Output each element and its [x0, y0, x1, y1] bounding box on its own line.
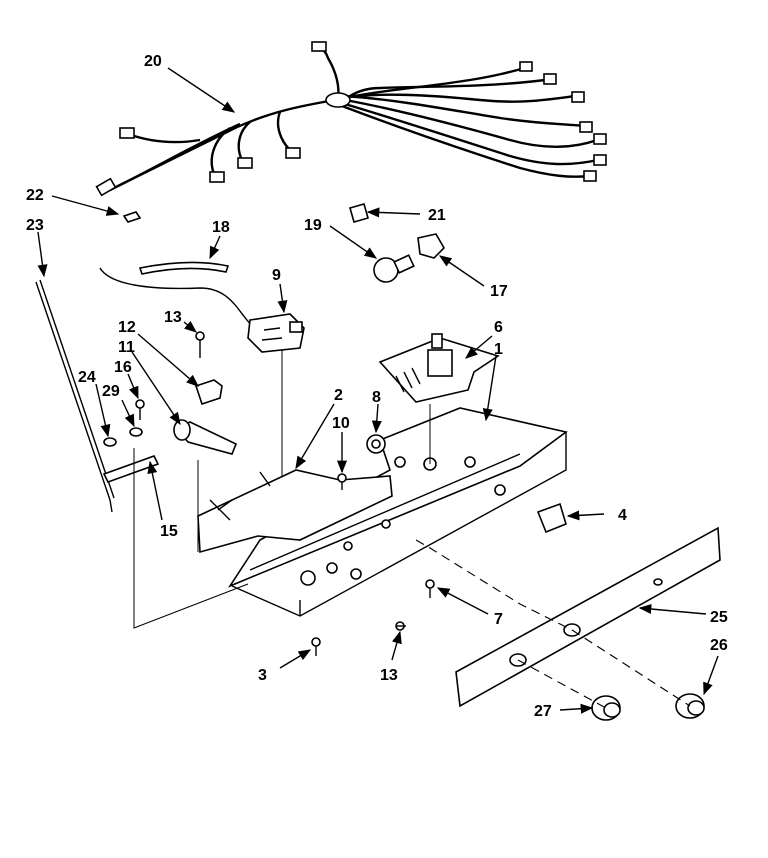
callout-1: 1: [494, 341, 503, 358]
control-shaft: [173, 419, 238, 455]
callout-19: 19: [304, 217, 322, 234]
sensor-wire: [99, 267, 259, 331]
callout-6: 6: [494, 319, 503, 336]
callout-4: 4: [618, 507, 627, 524]
callout-10: 10: [332, 415, 350, 432]
control-rod: [35, 279, 115, 513]
callout-13-upper: 13: [164, 309, 182, 326]
screw-13-lower: [395, 621, 406, 631]
callout-12: 12: [118, 319, 136, 336]
callout-27: 27: [534, 703, 552, 720]
light-bracket: [349, 203, 369, 223]
screw-16: [135, 399, 145, 420]
light-switch: [536, 502, 567, 534]
callout-3: 3: [258, 667, 267, 684]
callout-17: 17: [490, 283, 508, 300]
washer: [103, 437, 117, 447]
callout-labels: 20 22 23 18 19 21 17 9 13 12 11 6 1 24 1…: [26, 53, 728, 720]
callout-13-lower: 13: [380, 667, 398, 684]
screw-small: [337, 473, 347, 490]
callout-18: 18: [212, 219, 230, 236]
wire-harness: [95, 41, 607, 197]
control-knob-27: [591, 695, 621, 721]
assembly-lines: [133, 350, 691, 709]
callout-7: 7: [494, 611, 503, 628]
callout-2: 2: [334, 387, 343, 404]
lamp-socket: [366, 434, 386, 454]
leader-lines: [37, 67, 719, 714]
capillary-tube: [138, 261, 230, 275]
control-board: [378, 333, 500, 403]
callout-23: 23: [26, 217, 44, 234]
callout-15: 15: [160, 523, 178, 540]
callout-25: 25: [710, 609, 728, 626]
screw-upper: [196, 337, 204, 358]
screw-3: [311, 637, 321, 656]
callout-24: 24: [78, 369, 96, 386]
link-bracket: [102, 455, 160, 483]
callout-29: 29: [102, 383, 120, 400]
light-bulb: [373, 254, 415, 283]
callout-9: 9: [272, 267, 281, 284]
callout-21: 21: [428, 207, 446, 224]
washer-small: [129, 427, 143, 437]
screw-7: [425, 579, 435, 598]
mounting-plate: [197, 469, 393, 554]
callout-16: 16: [114, 359, 132, 376]
callout-22: 22: [26, 187, 44, 204]
callout-11: 11: [118, 339, 135, 356]
thermostat-bracket: [194, 379, 223, 406]
callout-8: 8: [372, 389, 381, 406]
thermostat: [247, 313, 305, 353]
light-socket: [417, 233, 445, 259]
callout-20: 20: [144, 53, 162, 70]
wire-clip: [122, 211, 142, 223]
callout-26: 26: [710, 637, 728, 654]
